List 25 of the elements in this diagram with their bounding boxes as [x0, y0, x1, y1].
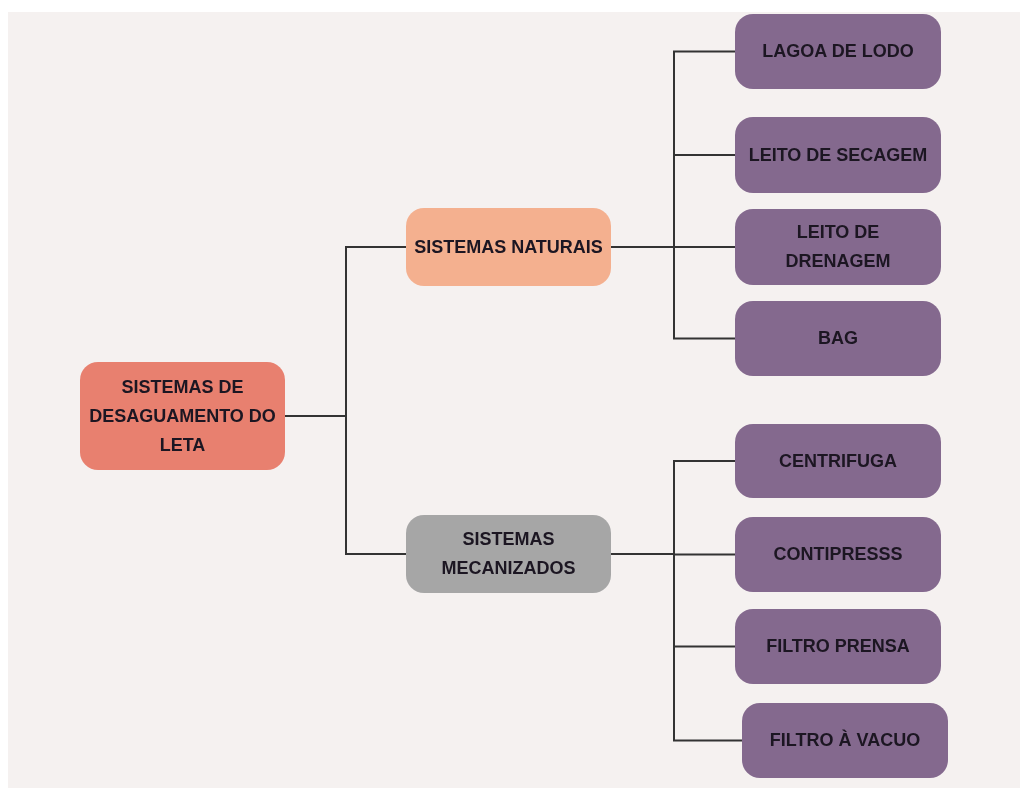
node-label: CENTRIFUGA — [779, 449, 897, 473]
node-label: FILTRO À VACUO — [769, 728, 921, 752]
category-box — [406, 515, 611, 593]
connector-line — [610, 246, 736, 340]
leaf-box — [735, 517, 941, 592]
leaf-box — [735, 117, 941, 193]
leaf-box — [735, 209, 941, 285]
leaf-box — [735, 609, 941, 684]
node-label: SISTEMAS DE DESAGUAMENTO DO LETA — [88, 375, 277, 457]
leaf-box — [735, 301, 941, 376]
category-box — [406, 208, 611, 286]
node-label: SISTEMAS NATURAIS — [414, 235, 603, 259]
leaf-box — [742, 703, 948, 778]
node-label: LEITO DE DRENAGEM — [784, 221, 892, 273]
connector-line — [610, 553, 743, 742]
node-label: LEITO DE SECAGEM — [748, 143, 928, 167]
node-label: LAGOA DE LODO — [762, 40, 914, 63]
root-box — [80, 362, 285, 470]
leaf-box — [735, 424, 941, 498]
node-label: FILTRO PRENSA — [766, 635, 910, 658]
node-label: SISTEMAS MECANIZADOS — [440, 528, 577, 580]
leaf-box — [735, 14, 941, 89]
node-label: BAG — [818, 327, 858, 350]
connector-line — [284, 415, 407, 555]
node-label: CONTIPRESSS — [773, 543, 903, 566]
